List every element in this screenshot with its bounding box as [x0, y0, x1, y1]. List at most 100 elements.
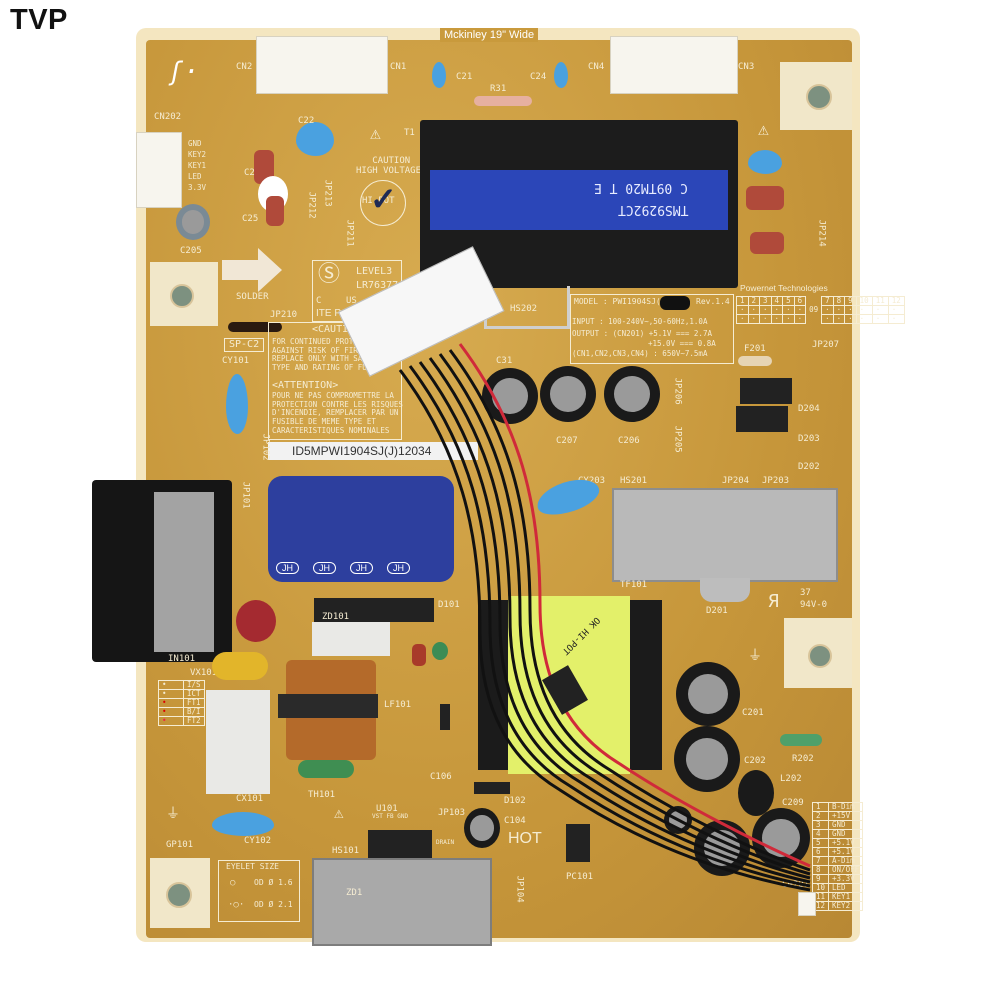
eyelet-circle-icon: ○	[230, 878, 236, 888]
caution-text: FOR CONTINUED PROTECTION AGAINST RISK OF…	[272, 337, 381, 372]
label-c24: C24	[530, 72, 547, 82]
heatsink-hs201	[612, 488, 838, 582]
rating-model: MODEL : PWI1904SJ(J)	[574, 297, 671, 306]
label-cn201: CN201	[782, 880, 810, 890]
cert-us: US	[346, 296, 357, 306]
label-d202: D202	[798, 462, 820, 472]
label-gp101: GP101	[166, 840, 194, 850]
watermark-logo: TVP	[10, 4, 68, 36]
label-r202: R202	[792, 754, 814, 764]
u101-pin-labels: VST FB GND	[372, 813, 409, 820]
label-r31: R31	[490, 84, 507, 94]
connector-cn1-cn2	[256, 36, 388, 94]
label-jp213: JP213	[322, 179, 333, 207]
label-c206: C206	[618, 436, 640, 446]
label-cx101: CX101	[236, 794, 264, 804]
drain-label: DRAIN	[436, 839, 455, 846]
ac-inlet-plate	[154, 492, 214, 652]
eyelet-size-table	[218, 860, 300, 922]
model-tag: Mckinley 19" Wide	[440, 28, 539, 42]
label-cn4: CN4	[588, 62, 605, 72]
bridge-rectifier-d101	[314, 598, 434, 622]
sp-c2-label: SP-C2	[224, 338, 265, 352]
rating-label-box	[570, 294, 734, 364]
mounting-hole-right	[808, 644, 832, 668]
label-c2: C2	[244, 168, 255, 178]
label-cn202: CN202	[154, 112, 182, 122]
label-pc101: PC101	[566, 872, 594, 882]
rating-rev: Rev.1.4	[696, 297, 730, 306]
label-jp103: JP103	[438, 808, 466, 818]
marker-blot	[660, 296, 690, 310]
label-hs101: HS101	[332, 846, 360, 856]
cn202-pin: KEY1	[188, 161, 207, 170]
label-lf101: LF101	[384, 700, 412, 710]
diode-small	[440, 704, 450, 730]
cn202-pin: LED	[188, 172, 202, 181]
capacitor-c201	[676, 662, 740, 726]
ac-inlet-connector	[92, 480, 232, 662]
label-zd1: ZD1	[346, 888, 363, 898]
label-c205: C205	[180, 246, 202, 256]
label-jp214: JP214	[816, 219, 827, 247]
eyelet-square-circle-icon: ·○·	[228, 900, 245, 910]
manufacturer-logo-icon: ʃ·	[168, 57, 200, 87]
label-c31: C31	[496, 356, 513, 366]
label-l202: L202	[780, 774, 802, 784]
bulk-capacitor: JH JH JH JH	[268, 476, 454, 582]
label-zd101: ZD101	[322, 612, 350, 622]
ul-number: 37	[800, 588, 811, 598]
manufacturer-name: Powernet Technologies	[740, 283, 828, 293]
capacitor-c25	[266, 196, 284, 226]
label-t1: T1	[404, 128, 415, 138]
label-jp203: JP203	[762, 476, 790, 486]
label-hs202: HS202	[510, 304, 538, 314]
qc-checklist: •I/S •ICT •FT1 •B/I •FT2	[158, 680, 205, 726]
label-jp212: JP212	[306, 191, 317, 219]
label-d204: D204	[798, 404, 820, 414]
resistor-r31	[474, 96, 532, 106]
caution-attention-box	[268, 322, 402, 440]
label-u101: U101	[376, 804, 398, 814]
serial-number-label: ID5MPWI1904SJ(J)12034	[268, 442, 478, 460]
mounting-hole-top-right	[806, 84, 832, 110]
eyelet-row-1: OD Ø 1.6	[254, 878, 293, 887]
label-c25: C25	[242, 214, 259, 224]
cn202-pin: 3.3V	[188, 183, 207, 192]
capacitor-c206	[604, 366, 660, 422]
label-c104: C104	[504, 816, 526, 826]
label-d102: D102	[504, 796, 526, 806]
label-c21: C21	[456, 72, 473, 82]
ul-logo-icon: Я	[768, 591, 779, 612]
eyelet-title: EYELET SIZE	[226, 862, 279, 871]
diode-d102	[474, 782, 510, 794]
rating-input: INPUT : 100-240V~,50-60Hz,1.0A	[572, 317, 708, 326]
capacitor-c205	[176, 204, 210, 240]
label-jp211: JP211	[344, 219, 355, 247]
label-cn1: CN1	[390, 62, 407, 72]
ground-symbol-icon: ⏚	[166, 806, 180, 822]
connector-cn201	[798, 892, 816, 916]
ground-symbol-icon: ⏚	[748, 648, 762, 664]
white-component	[312, 622, 390, 656]
checkmark-icon: ✓	[370, 181, 397, 217]
component-green	[432, 642, 448, 660]
label-hs201: HS201	[620, 476, 648, 486]
label-c201: C201	[742, 708, 764, 718]
high-voltage-warning-icon: ⚠	[758, 119, 769, 140]
ul-rating: 94V-0	[800, 600, 828, 610]
cert-c: C	[316, 296, 322, 306]
label-c106: C106	[430, 772, 452, 782]
capacitor-c2	[254, 150, 274, 184]
heatsink-hs101	[312, 858, 492, 946]
csa-logo-icon: Ⓢ	[318, 262, 341, 287]
rating-output-2: +15.0V === 0.8A	[648, 339, 716, 348]
resistor-red-small	[412, 644, 426, 666]
label-vx101: VX101	[190, 668, 218, 678]
capacitor-cy102	[212, 812, 274, 836]
cn202-pin: KEY2	[188, 150, 207, 159]
choke-core	[278, 694, 378, 718]
label-jp204: JP204	[722, 476, 750, 486]
high-voltage-warning-icon: ⚠	[370, 123, 381, 144]
